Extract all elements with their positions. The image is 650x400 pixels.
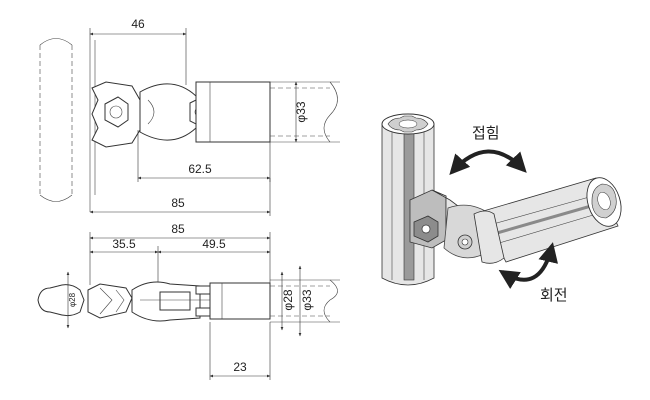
perspective-view: DAIKO 접힘 회전	[381, 113, 622, 304]
fold-label: 접힘	[472, 124, 500, 142]
rotate-arrow	[498, 242, 558, 289]
dim-23-label: 23	[233, 360, 247, 374]
dim-85-front-label: 85	[171, 222, 185, 236]
dim-85-front: 85	[89, 222, 271, 285]
dim-phi33-front-label: φ33	[300, 289, 314, 310]
fold-arrow	[449, 149, 527, 175]
dim-85-top: 85	[89, 178, 271, 216]
dim-46: 46	[89, 17, 187, 85]
dim-62-5-label: 62.5	[188, 162, 212, 176]
dim-46-label: 46	[131, 17, 145, 31]
dim-phi33-top-label: φ33	[294, 101, 308, 122]
dim-62-5: 62.5	[137, 130, 271, 182]
front-horizontal-pipe	[209, 279, 340, 323]
top-vertical-pipe	[39, 38, 96, 212]
perspective-angled-pipe	[473, 177, 622, 264]
top-view: 46 62.5 85 φ33	[39, 17, 340, 216]
dim-small-phi28-label: φ28	[68, 292, 77, 307]
dim-phi28-phi33: φ28 φ33	[280, 265, 314, 337]
dim-35-5-49-5: 35.5 49.5	[89, 237, 271, 282]
front-view: 85 35.5 49.5 φ28	[37, 222, 340, 380]
front-pipe-section: φ28	[37, 271, 85, 329]
front-clamp-body	[87, 281, 211, 322]
dim-35-5-label: 35.5	[112, 237, 136, 251]
top-clamp-body	[91, 81, 211, 148]
dim-phi33-top: φ33	[294, 81, 308, 143]
rotate-label: 회전	[540, 286, 568, 304]
top-horizontal-pipe	[195, 81, 340, 143]
dim-49-5-label: 49.5	[202, 237, 226, 251]
dim-23: 23	[209, 322, 271, 380]
dim-phi28-label: φ28	[281, 289, 295, 310]
dim-85-top-label: 85	[171, 196, 185, 210]
